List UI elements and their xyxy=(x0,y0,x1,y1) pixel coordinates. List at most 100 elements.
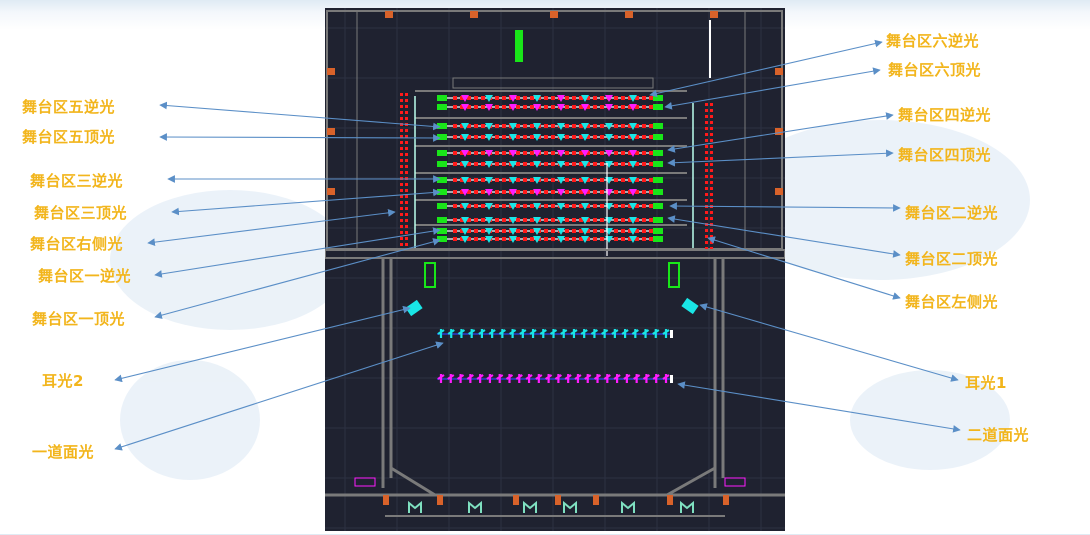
label-zone4-toplight: 舞台区四顶光 xyxy=(898,146,992,164)
light-fixture xyxy=(593,204,597,208)
side-light xyxy=(705,157,708,160)
spotlight xyxy=(485,95,493,102)
spotlight xyxy=(509,189,517,196)
light-fixture xyxy=(600,218,604,222)
light-fixture xyxy=(649,218,653,222)
followspot-fixture xyxy=(563,500,577,513)
light-fixture xyxy=(628,124,632,128)
light-fixture xyxy=(572,124,576,128)
spotlight xyxy=(557,236,565,243)
spotlight xyxy=(509,228,517,235)
side-light xyxy=(400,219,403,222)
dimmer-box xyxy=(653,217,663,223)
light-fixture xyxy=(614,190,618,194)
spotlight xyxy=(629,161,637,168)
light-fixture xyxy=(628,218,632,222)
light-fixture xyxy=(467,105,471,109)
side-light xyxy=(405,189,408,192)
spotlight xyxy=(557,123,565,130)
column-marker xyxy=(710,11,718,18)
spotlight xyxy=(509,95,517,102)
light-fixture xyxy=(565,237,569,241)
light-fixture xyxy=(530,162,534,166)
label-ear-light-1: 耳光1 xyxy=(965,374,1007,392)
spotlight xyxy=(461,217,469,224)
light-fixture xyxy=(523,162,527,166)
light-fixture xyxy=(579,162,583,166)
spotlight xyxy=(461,228,469,235)
light-fixture xyxy=(530,151,534,155)
side-light xyxy=(400,195,403,198)
spotlight xyxy=(509,236,517,243)
light-fixture xyxy=(495,237,499,241)
face-light-fixture xyxy=(457,329,466,338)
face-light-fixture xyxy=(584,374,592,383)
face-light-fixture xyxy=(652,374,660,383)
light-fixture xyxy=(453,229,457,233)
light-fixture xyxy=(572,229,576,233)
side-light xyxy=(710,187,713,190)
light-fixture xyxy=(621,162,625,166)
light-fixture xyxy=(579,105,583,109)
face-light-fixture xyxy=(539,329,547,338)
light-fixture xyxy=(593,124,597,128)
light-fixture xyxy=(523,204,527,208)
dimmer-box xyxy=(437,134,447,140)
light-fixture xyxy=(572,162,576,166)
light-fixture xyxy=(572,135,576,139)
side-light xyxy=(405,123,408,126)
light-fixture xyxy=(516,105,520,109)
light-fixture xyxy=(600,204,604,208)
light-fixture xyxy=(635,135,639,139)
magenta-label-box xyxy=(354,477,376,487)
side-light xyxy=(705,121,708,124)
face-light-fixture xyxy=(564,374,572,383)
light-fixture xyxy=(628,178,632,182)
light-fixture xyxy=(635,204,639,208)
light-fixture xyxy=(593,96,597,100)
light-fixture xyxy=(579,135,583,139)
side-light xyxy=(705,139,708,142)
spotlight xyxy=(533,95,541,102)
column-marker xyxy=(775,128,783,135)
light-fixture xyxy=(635,229,639,233)
light-fixture xyxy=(642,162,646,166)
light-fixture xyxy=(621,124,625,128)
light-fixture xyxy=(614,204,618,208)
light-fixture xyxy=(565,218,569,222)
spotlight xyxy=(485,236,493,243)
light-fixture xyxy=(544,218,548,222)
light-fixture xyxy=(572,190,576,194)
side-light xyxy=(705,187,708,190)
side-light xyxy=(705,103,708,106)
light-fixture xyxy=(621,135,625,139)
light-fixture xyxy=(586,124,590,128)
spotlight xyxy=(461,150,469,157)
light-fixture xyxy=(628,135,632,139)
face-light-fixture xyxy=(544,374,553,383)
light-fixture xyxy=(460,96,464,100)
light-fixture xyxy=(460,237,464,241)
light-fixture xyxy=(453,151,457,155)
light-fixture xyxy=(551,229,555,233)
side-light xyxy=(705,199,708,202)
column-marker xyxy=(667,495,673,505)
light-fixture xyxy=(474,135,478,139)
face-light-fixture xyxy=(525,374,533,383)
side-light xyxy=(710,235,713,238)
dimmer-box xyxy=(437,203,447,209)
dimmer-box xyxy=(437,123,447,129)
spotlight xyxy=(533,177,541,184)
light-fixture xyxy=(551,162,555,166)
light-fixture xyxy=(565,96,569,100)
light-fixture xyxy=(544,151,548,155)
light-fixture xyxy=(565,190,569,194)
side-light xyxy=(710,133,713,136)
light-fixture xyxy=(579,178,583,182)
label-zone6-toplight: 舞台区六顶光 xyxy=(888,61,982,79)
light-fixture xyxy=(530,124,534,128)
spotlight xyxy=(629,203,637,210)
light-fixture xyxy=(565,124,569,128)
light-fixture xyxy=(530,229,534,233)
spotlight xyxy=(533,228,541,235)
